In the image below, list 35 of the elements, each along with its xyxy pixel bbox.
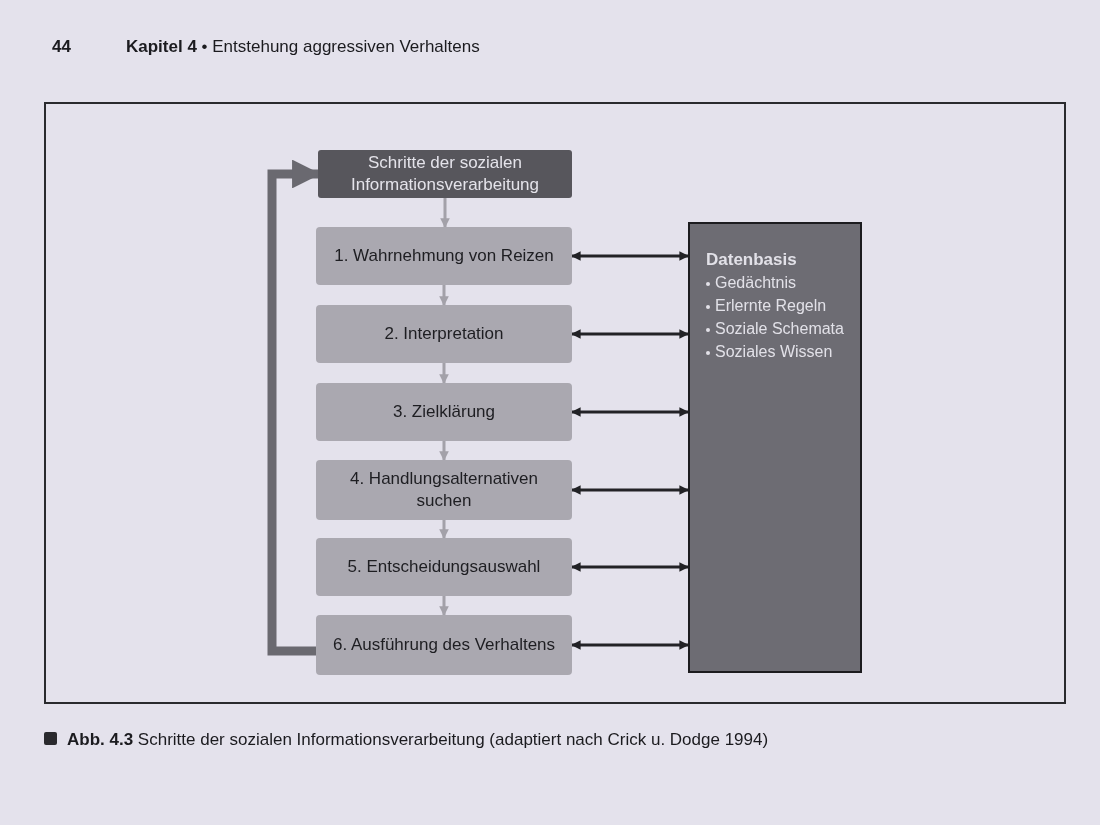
step-box [316,383,572,441]
double-arrow [571,485,689,495]
arrow [439,596,449,616]
database-panel [688,222,862,673]
page-number: 44 [52,36,71,58]
step-box [316,615,572,675]
figure-caption: Abb. 4.3 Schritte der sozialen Informationsverarbeitung (adaptiert nach Crick u. Dodge 1994) [67,729,769,751]
panel-heading: Datenbasis [706,249,797,271]
list-item: Gedächtnis [715,273,796,293]
arrow [439,363,449,384]
step-label: 4. Handlungsalternativen suchen [348,468,540,512]
arrow [440,198,450,228]
double-arrow [571,407,689,417]
step-label: 6. Ausführung des Verhaltens [332,634,556,656]
list-item: Soziale Schemata [715,319,844,339]
arrow [439,441,449,461]
list-item: Soziales Wissen [715,342,833,362]
chapter-heading: Kapitel 4 • Entstehung aggressiven Verhaltens [126,36,480,58]
step-box [316,460,572,520]
step-box [316,227,572,285]
double-arrow [571,251,689,261]
step-label: 5. Entscheidungsauswahl [347,556,541,578]
header-text: Schritte der sozialen Informationsverarbeitung [349,152,540,196]
step-box [316,305,572,363]
arrow [439,285,449,306]
step-box [316,538,572,596]
double-arrow [571,640,689,650]
list-item: Erlernte Regeln [715,296,827,316]
header-box [318,150,572,198]
step-label: 2. Interpretation [384,323,504,345]
double-arrow [571,329,689,339]
double-arrow [571,562,689,572]
step-label: 1. Wahrnehmung von Reizen [334,245,554,267]
step-label: 3. Zielklärung [392,401,496,423]
arrow [439,520,449,539]
